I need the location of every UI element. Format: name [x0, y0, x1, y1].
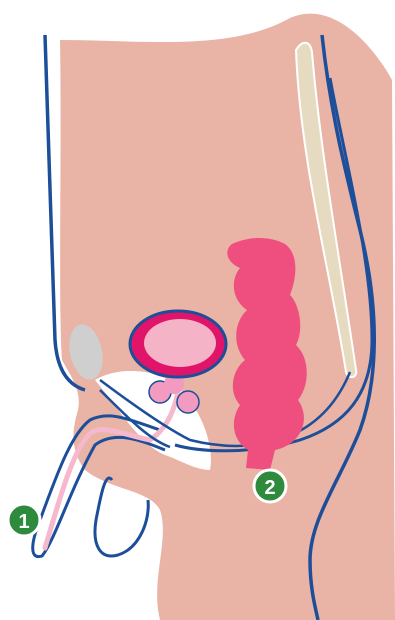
marker-2: 2	[254, 470, 286, 502]
marker-1: 1	[8, 504, 40, 536]
marker-2-label: 2	[264, 477, 275, 499]
bladder-inner	[144, 319, 216, 367]
marker-1-label: 1	[18, 511, 29, 533]
seminal-vesicle-right	[177, 391, 199, 413]
